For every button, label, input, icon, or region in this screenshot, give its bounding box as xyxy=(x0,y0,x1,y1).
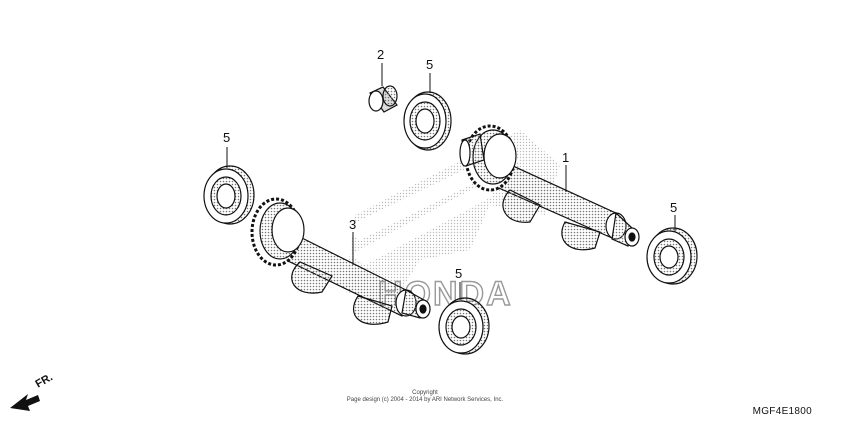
callout-2[interactable]: 2 xyxy=(377,47,385,62)
bearing-left[interactable] xyxy=(203,165,255,225)
collar-part-2[interactable] xyxy=(368,85,398,113)
callout-5-right[interactable]: 5 xyxy=(670,200,678,215)
callout-1[interactable]: 1 xyxy=(562,150,570,165)
front-direction-arrow-icon xyxy=(10,394,40,411)
bearing-top[interactable] xyxy=(403,91,452,151)
bearing-right[interactable] xyxy=(646,227,698,285)
diagram-code: MGF4E1800 xyxy=(752,406,812,417)
copyright-line-2: Page design (c) 2004 - 2014 by ARI Netwo… xyxy=(346,397,504,403)
balancer-shaft-part-3[interactable] xyxy=(250,197,431,325)
callout-3[interactable]: 3 xyxy=(349,217,357,232)
balancer-shaft-part-1[interactable] xyxy=(459,124,640,251)
bearing-bottom[interactable] xyxy=(438,297,490,355)
callout-5-bottom[interactable]: 5 xyxy=(455,266,463,281)
callout-5-left[interactable]: 5 xyxy=(223,130,231,145)
callout-5-top[interactable]: 5 xyxy=(426,57,434,72)
copyright-line-1: Copyright xyxy=(412,390,438,396)
